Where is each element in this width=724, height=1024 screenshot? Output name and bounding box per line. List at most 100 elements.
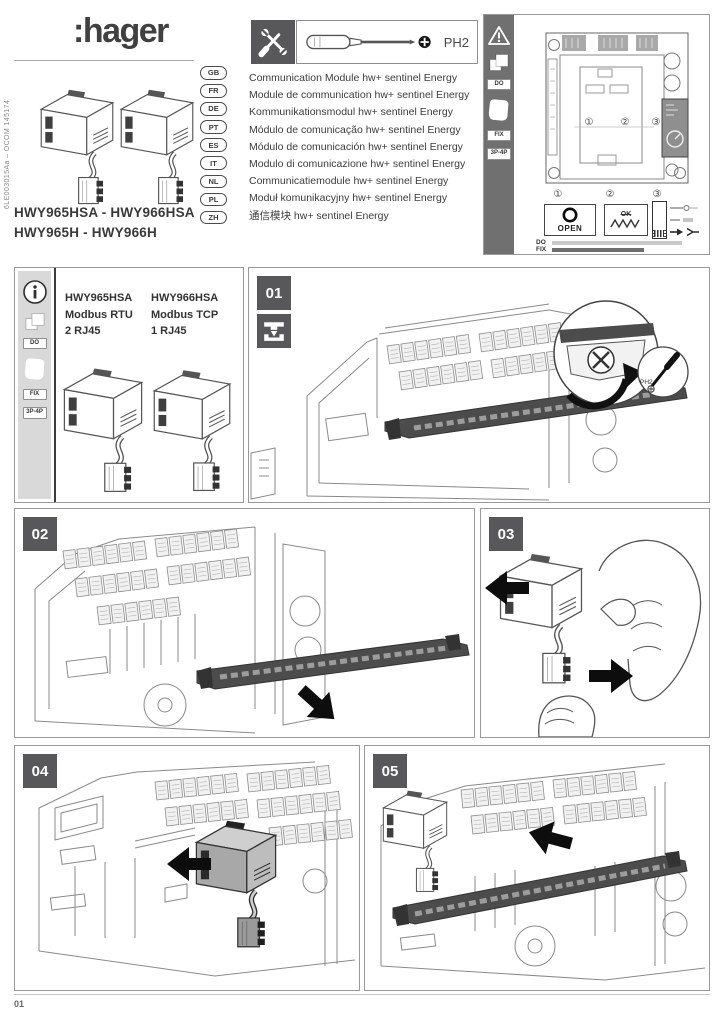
fix-chip: FIX xyxy=(487,130,511,142)
callout-1: ① xyxy=(584,117,594,128)
step-03-badge: 03 xyxy=(489,517,523,551)
hager-logo: :hager xyxy=(73,12,169,50)
do-chip: DO xyxy=(22,338,47,350)
screwdriver-bit-label: PH2 xyxy=(443,34,469,50)
language-code: DE xyxy=(200,102,227,116)
legend-callout-1: ① xyxy=(553,189,563,200)
product-2-ports: 1 RJ45 xyxy=(151,325,187,337)
product-spec-1: HWY965HSA Modbus RTU 2 RJ45 xyxy=(65,290,133,340)
rack-hatch xyxy=(654,230,664,237)
breaker-front-view xyxy=(545,32,689,184)
product-spec-2: HWY966HSA Modbus TCP 1 RJ45 xyxy=(151,290,218,340)
open-circle-icon xyxy=(562,207,578,223)
step-03-panel: 03 xyxy=(480,508,710,738)
product-title-list: Communication Module hw+ sentinel Energy… xyxy=(249,70,469,225)
do-chip: DO xyxy=(487,79,511,91)
ph2-detail-label: PH2 xyxy=(640,379,653,386)
product-codes-line1: HWY965HSA - HWY966HSA xyxy=(14,205,195,220)
product-codes: HWY965HSA - HWY966HSA HWY965H - HWY966H xyxy=(14,203,195,243)
title-gb: Communication Module hw+ sentinel Energy xyxy=(249,72,458,84)
legend-fix-label: FIX xyxy=(536,246,547,253)
language-code: ES xyxy=(200,138,227,152)
fix-bar xyxy=(552,248,644,252)
modules-icon xyxy=(489,54,509,71)
step-02-panel: 02 xyxy=(14,508,475,738)
required-tools: PH2 xyxy=(251,20,478,64)
language-code: ZH xyxy=(200,210,227,225)
legend-do-label: DO xyxy=(536,239,546,246)
language-code: IT xyxy=(200,156,227,170)
screwdriver-icon xyxy=(306,34,431,50)
footer-page-number: 01 xyxy=(14,999,25,1009)
title-pl: Moduł komunikacyjny hw+ sentinel Energy xyxy=(249,192,448,205)
title-es: Módulo de comunicación hw+ sentinel Ener… xyxy=(249,140,463,153)
step-03-illustration xyxy=(485,539,702,737)
fix-chip: FIX xyxy=(22,389,47,401)
module-illustration-hwy966 xyxy=(116,80,198,206)
product-2-code: HWY966HSA xyxy=(151,292,219,304)
language-code: PL xyxy=(200,192,227,207)
overview-panel: DO FIX 3P-4P ① ② ③ ① ② ③ OPEN xyxy=(483,14,710,255)
breaker-icon xyxy=(24,358,44,380)
language-code: FR xyxy=(200,84,227,98)
step-01-illustration: PH2 xyxy=(250,300,689,501)
overview-sidebar: DO FIX 3P-4P xyxy=(484,15,514,254)
info-icon xyxy=(22,280,47,304)
breaker-icon xyxy=(488,99,509,121)
title-pt: Módulo de comunicação hw+ sentinel Energ… xyxy=(249,123,461,136)
language-code: PT xyxy=(200,120,227,134)
warning-icon xyxy=(488,26,510,45)
info-divider xyxy=(54,268,56,502)
rack-position-arrows-icon xyxy=(670,204,699,237)
step-05-panel: 05 xyxy=(364,745,710,991)
document-reference: 6LE003015Aa – OCOM 145174 xyxy=(4,99,11,209)
discharge-spring-box: OK xyxy=(604,204,648,236)
do-bar xyxy=(552,241,682,245)
title-it: Modulo di comunicazione hw+ sentinel Ene… xyxy=(249,158,466,171)
modules-icon xyxy=(25,313,44,330)
language-code: GB xyxy=(200,66,227,80)
language-code: NL xyxy=(200,174,227,189)
poles-chip: 3P-4P xyxy=(22,407,47,419)
product-1-code: HWY965HSA xyxy=(65,292,133,304)
screwdriver-spec-box: PH2 xyxy=(296,20,478,64)
step-05-badge: 05 xyxy=(373,754,407,788)
spring-icon xyxy=(610,218,640,229)
product-codes-line2: HWY965H - HWY966H xyxy=(14,225,157,240)
step-01-panel: 01 xyxy=(248,267,710,503)
info-panel: DO FIX 3P-4P HWY965HSA Modbus RTU 2 RJ45… xyxy=(14,267,244,503)
callout-2: ② xyxy=(620,117,630,128)
module-illustration-2 xyxy=(149,360,235,493)
logo-divider xyxy=(14,60,194,61)
press-in-icon xyxy=(257,314,291,348)
poles-chip: 3P-4P xyxy=(487,148,511,160)
step-01-badge: 01 xyxy=(257,276,291,310)
step-04-panel: 04 xyxy=(14,745,360,991)
product-1-ports: 2 RJ45 xyxy=(65,325,101,337)
open-label: OPEN xyxy=(557,224,583,233)
module-illustration-hwy965 xyxy=(36,80,118,206)
title-nl: Communicatiemodule hw+ sentinel Energy xyxy=(249,175,449,188)
legend-callout-2: ② xyxy=(605,189,615,200)
product-1-protocol: Modbus RTU xyxy=(65,308,133,321)
crossed-tools-icon xyxy=(258,28,287,58)
product-2-protocol: Modbus TCP xyxy=(151,308,219,321)
tools-required-box xyxy=(251,20,295,64)
title-fr: Module de communication hw+ sentinel Ene… xyxy=(249,89,470,102)
step-02-illustration xyxy=(34,526,470,734)
title-de: Kommunikationsmodul hw+ sentinel Energy xyxy=(249,106,453,119)
step-02-badge: 02 xyxy=(23,517,57,551)
title-zh: 通信模块 hw+ sentinel Energy xyxy=(249,209,389,222)
callout-3: ③ xyxy=(651,117,661,128)
step-04-badge: 04 xyxy=(23,754,57,788)
rack-position-box xyxy=(652,201,667,239)
step-05-illustration xyxy=(380,763,706,981)
ok-crossed-label: OK xyxy=(620,211,632,218)
legend-callout-3: ③ xyxy=(652,189,662,200)
footer-divider xyxy=(14,994,710,995)
step-04-illustration xyxy=(38,761,356,977)
info-sidebar: DO FIX 3P-4P xyxy=(18,271,51,499)
open-breaker-box: OPEN xyxy=(544,204,596,236)
module-illustration-1 xyxy=(59,358,147,494)
